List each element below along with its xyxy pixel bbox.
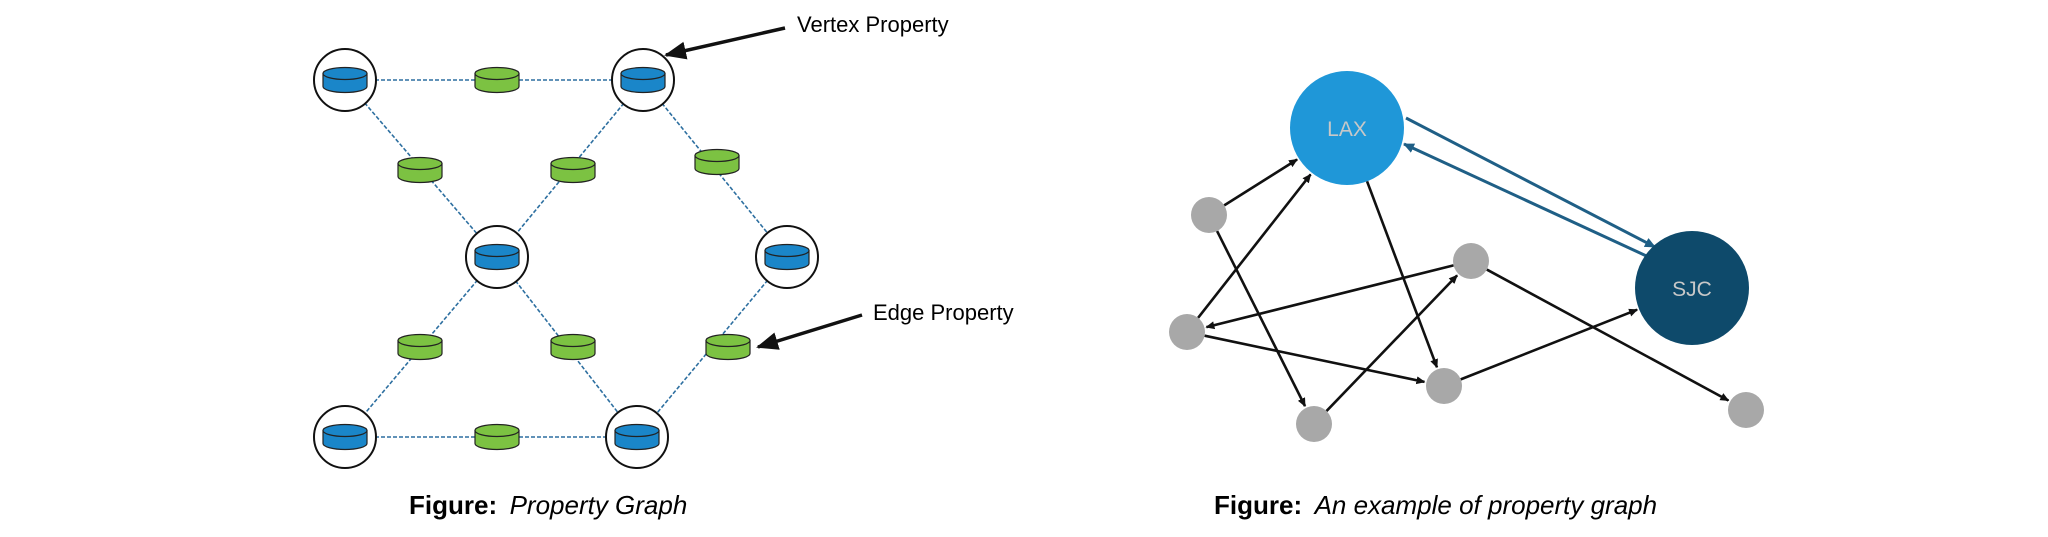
directed-edge-arrow <box>1204 334 1426 385</box>
vertex-property-cylinder <box>620 66 666 94</box>
right-caption-title: An example of property graph <box>1313 490 1658 520</box>
edge-property-callout-arrow <box>756 313 863 350</box>
property-graph-diagram: Vertex Property Edge Property Figure: Pr… <box>313 12 1014 520</box>
vertex-property-cylinder <box>322 66 368 94</box>
example-property-graph: LAX SJC Figure: An example of property g… <box>1169 71 1764 520</box>
edge-property-cylinder <box>550 333 596 361</box>
directed-edge-arrow <box>1325 274 1459 412</box>
vertex-property-cylinder <box>322 423 368 451</box>
vertex-property-cylinder <box>764 243 810 271</box>
gray-vertex <box>1296 406 1332 442</box>
edge-properties <box>397 66 751 451</box>
graph-edges <box>344 79 788 438</box>
directed-edge-arrow <box>1197 173 1312 319</box>
edge-property-cylinder <box>397 333 443 361</box>
gray-vertex <box>1453 243 1489 279</box>
sjc-to-lax-edge <box>1403 142 1654 261</box>
directed-edge-arrow <box>1365 180 1439 369</box>
vertex-property-cylinder <box>474 243 520 271</box>
directed-edge-arrow <box>1215 230 1307 408</box>
directed-edge-arrow <box>1223 158 1298 207</box>
edge-property-cylinder <box>397 156 443 184</box>
sjc-node: SJC <box>1635 231 1749 345</box>
edge-property-cylinder <box>474 66 520 94</box>
directed-edge-arrow <box>1205 264 1454 330</box>
gray-vertex <box>1426 368 1462 404</box>
gray-vertices <box>1169 197 1764 442</box>
vertex-property-callout-arrow <box>664 26 786 60</box>
lax-label: LAX <box>1327 118 1367 141</box>
edge-property-cylinder <box>694 148 740 176</box>
left-caption-title: Property Graph <box>510 490 688 520</box>
directed-edge-arrow <box>1460 308 1639 381</box>
gray-vertex <box>1191 197 1227 233</box>
gray-vertex <box>1728 392 1764 428</box>
gray-vertex <box>1169 314 1205 350</box>
edge-property-label: Edge Property <box>873 300 1014 325</box>
sjc-label: SJC <box>1672 278 1712 301</box>
lax-circle <box>1290 71 1404 185</box>
left-caption-prefix: Figure: <box>409 490 497 520</box>
directed-edges <box>1197 158 1730 412</box>
right-caption-prefix: Figure: <box>1214 490 1302 520</box>
vertex-property-label: Vertex Property <box>797 12 949 37</box>
edge-property-cylinder <box>705 333 751 361</box>
directed-edge-arrow <box>1486 268 1730 402</box>
lax-to-sjc-edge <box>1405 116 1656 249</box>
vertex-properties <box>313 48 819 469</box>
edge-property-cylinder <box>550 156 596 184</box>
left-figure-caption: Figure: Property Graph <box>409 490 687 520</box>
right-figure-caption: Figure: An example of property graph <box>1214 490 1657 520</box>
sjc-circle <box>1635 231 1749 345</box>
vertex-property-cylinder <box>614 423 660 451</box>
edge-property-cylinder <box>474 423 520 451</box>
lax-node: LAX <box>1290 71 1404 185</box>
